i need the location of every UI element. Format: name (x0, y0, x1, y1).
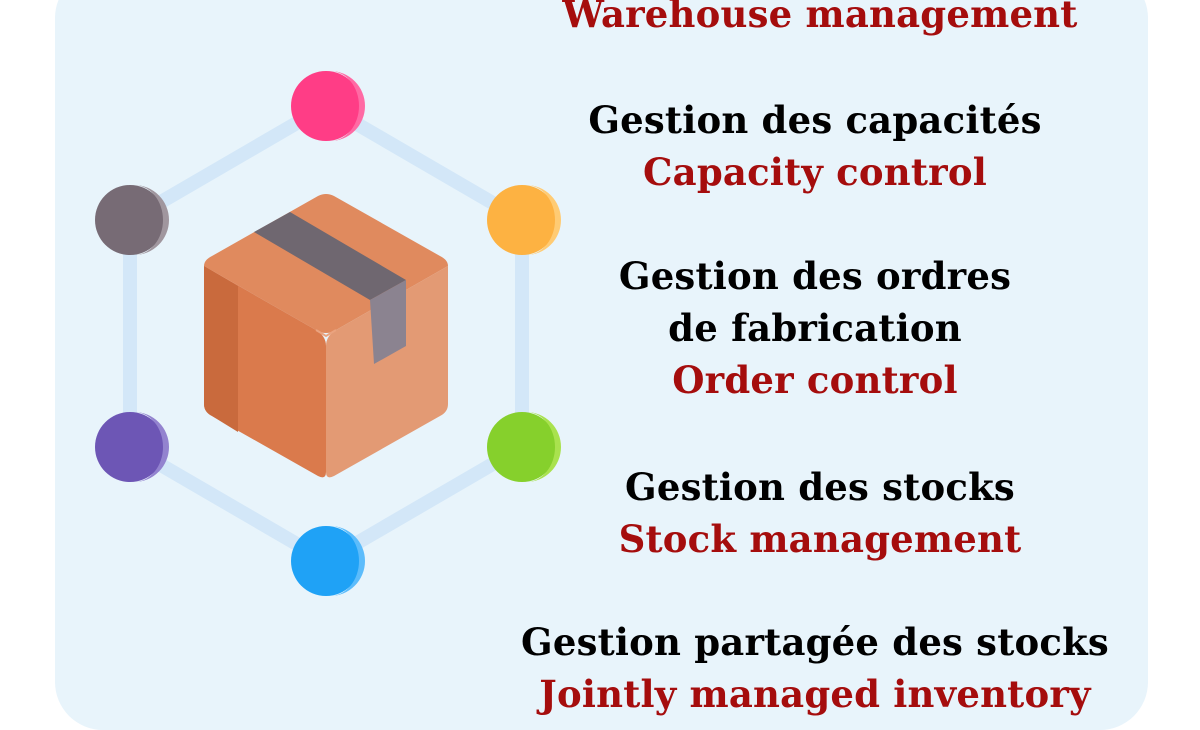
node-pink (291, 71, 365, 141)
network-links (123, 99, 529, 568)
feature-order-control: Gestion des ordres de fabrication Order … (495, 250, 1135, 406)
node-yellow (487, 185, 561, 255)
feature-label-en: Jointly managed inventory (539, 672, 1091, 716)
node-purple (95, 412, 169, 482)
feature-label-fr: Gestion partagée des stocks (521, 620, 1109, 664)
box-icon (204, 194, 448, 478)
feature-label-fr: Gestion des capacités (588, 98, 1042, 142)
package-network-icon (95, 71, 561, 596)
feature-label-en: Stock management (618, 517, 1022, 561)
feature-label-fr-line1: Gestion des ordres (618, 254, 1012, 298)
node-blue (291, 526, 365, 596)
feature-label-fr-line2: de fabrication (668, 306, 962, 350)
node-gray (95, 185, 169, 255)
feature-stock-management: Gestion des stocks Stock management (500, 461, 1140, 565)
feature-capacity-control: Gestion des capacités Capacity control (495, 94, 1135, 198)
feature-label-en: Order control (672, 358, 958, 402)
node-green (487, 412, 561, 482)
feature-label-en: Capacity control (643, 150, 987, 194)
feature-label-fr: Gestion des stocks (625, 465, 1015, 509)
feature-jointly-managed-inventory: Gestion partagée des stocks Jointly mana… (495, 616, 1135, 720)
feature-warehouse-management: Warehouse management (500, 0, 1140, 40)
feature-label-en: Warehouse management (562, 0, 1078, 36)
